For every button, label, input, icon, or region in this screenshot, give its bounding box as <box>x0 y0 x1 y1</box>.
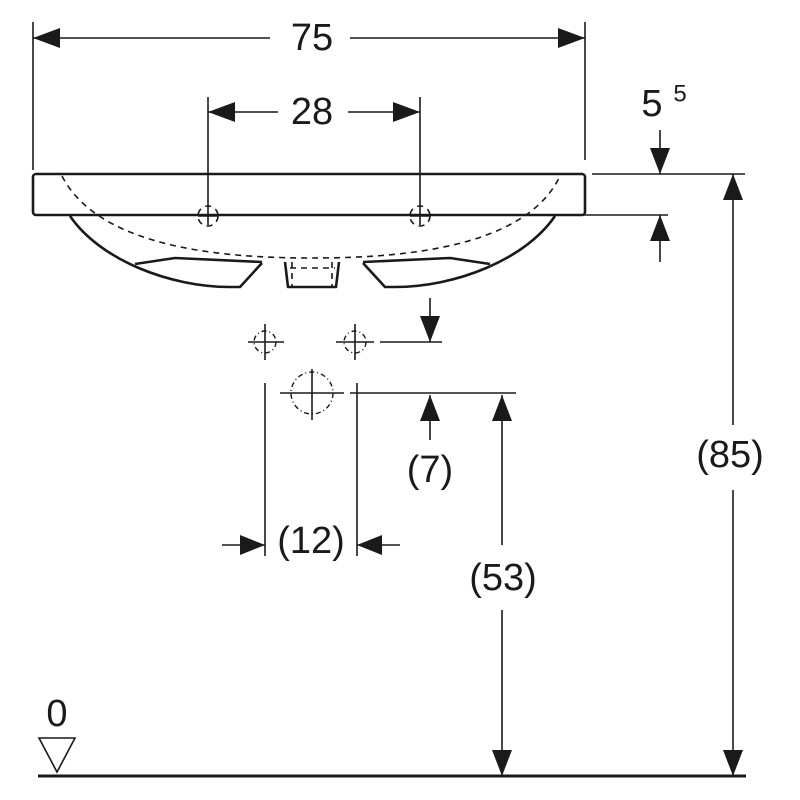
tap-spacing-dimension: 28 <box>207 91 421 225</box>
drain-connection <box>264 369 516 556</box>
basin-outline <box>31 172 587 289</box>
total-height-dimension: (85) <box>696 174 764 776</box>
floor-reference: 0 <box>37 693 746 778</box>
drain-height-label: (53) <box>469 557 537 599</box>
tap-spacing-label: 28 <box>291 91 333 133</box>
width-label: 75 <box>291 17 333 59</box>
drain-spacing-label: (12) <box>277 520 345 562</box>
tap-connection-symbols <box>248 298 442 360</box>
offset-label: (7) <box>407 449 453 491</box>
rim-thickness-label: 5 <box>641 83 662 125</box>
drain-height-dimension: (53) <box>469 395 537 776</box>
offset-dimension: (7) <box>407 395 453 491</box>
width-dimension: 75 <box>32 17 586 170</box>
drain-spacing-dimension: (12) <box>222 520 400 562</box>
floor-label: 0 <box>46 693 67 735</box>
total-height-label: (85) <box>696 434 764 476</box>
rim-thickness-superscript: 5 <box>673 80 686 107</box>
rim-thickness-dimension: 5 5 <box>430 80 745 262</box>
level-triangle-icon <box>37 737 77 774</box>
